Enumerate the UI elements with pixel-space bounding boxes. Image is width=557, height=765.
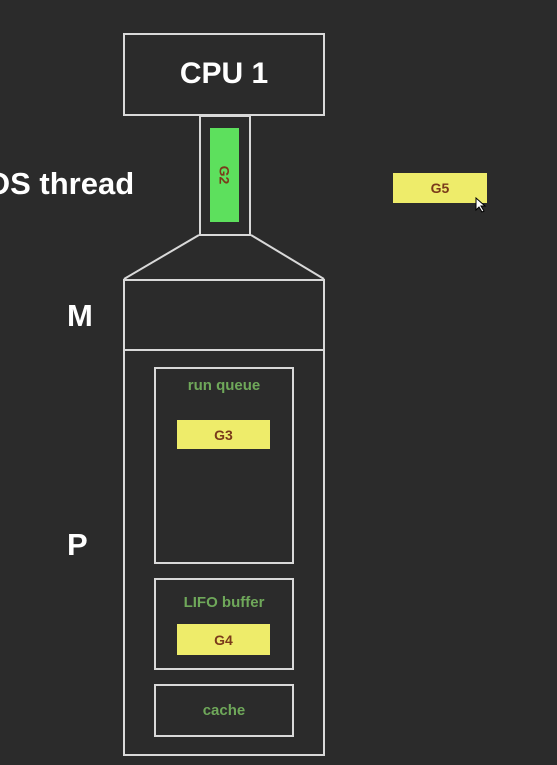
connector-left-line	[123, 234, 200, 280]
lifo-buffer-box	[154, 578, 294, 670]
m-box	[123, 279, 325, 351]
mouse-cursor-icon	[475, 197, 487, 213]
running-goroutine: G2	[210, 128, 239, 222]
lifo-buffer-goroutine: G4	[177, 624, 270, 655]
os-thread-label: OS thread	[0, 166, 135, 201]
m-label: M	[67, 298, 93, 333]
cache-box	[154, 684, 294, 737]
run-queue-box	[154, 367, 294, 564]
cpu-label: CPU 1	[179, 57, 269, 90]
run-queue-goroutine: G3	[177, 420, 270, 449]
lifo-buffer-label: LIFO buffer	[183, 594, 265, 611]
cache-label: cache	[202, 702, 246, 719]
floating-goroutine[interactable]: G5	[393, 173, 487, 203]
os-thread-box	[199, 115, 251, 236]
p-label: P	[67, 527, 88, 562]
connector-right-line	[250, 234, 325, 280]
run-queue-label: run queue	[187, 377, 261, 394]
p-box	[123, 349, 325, 756]
